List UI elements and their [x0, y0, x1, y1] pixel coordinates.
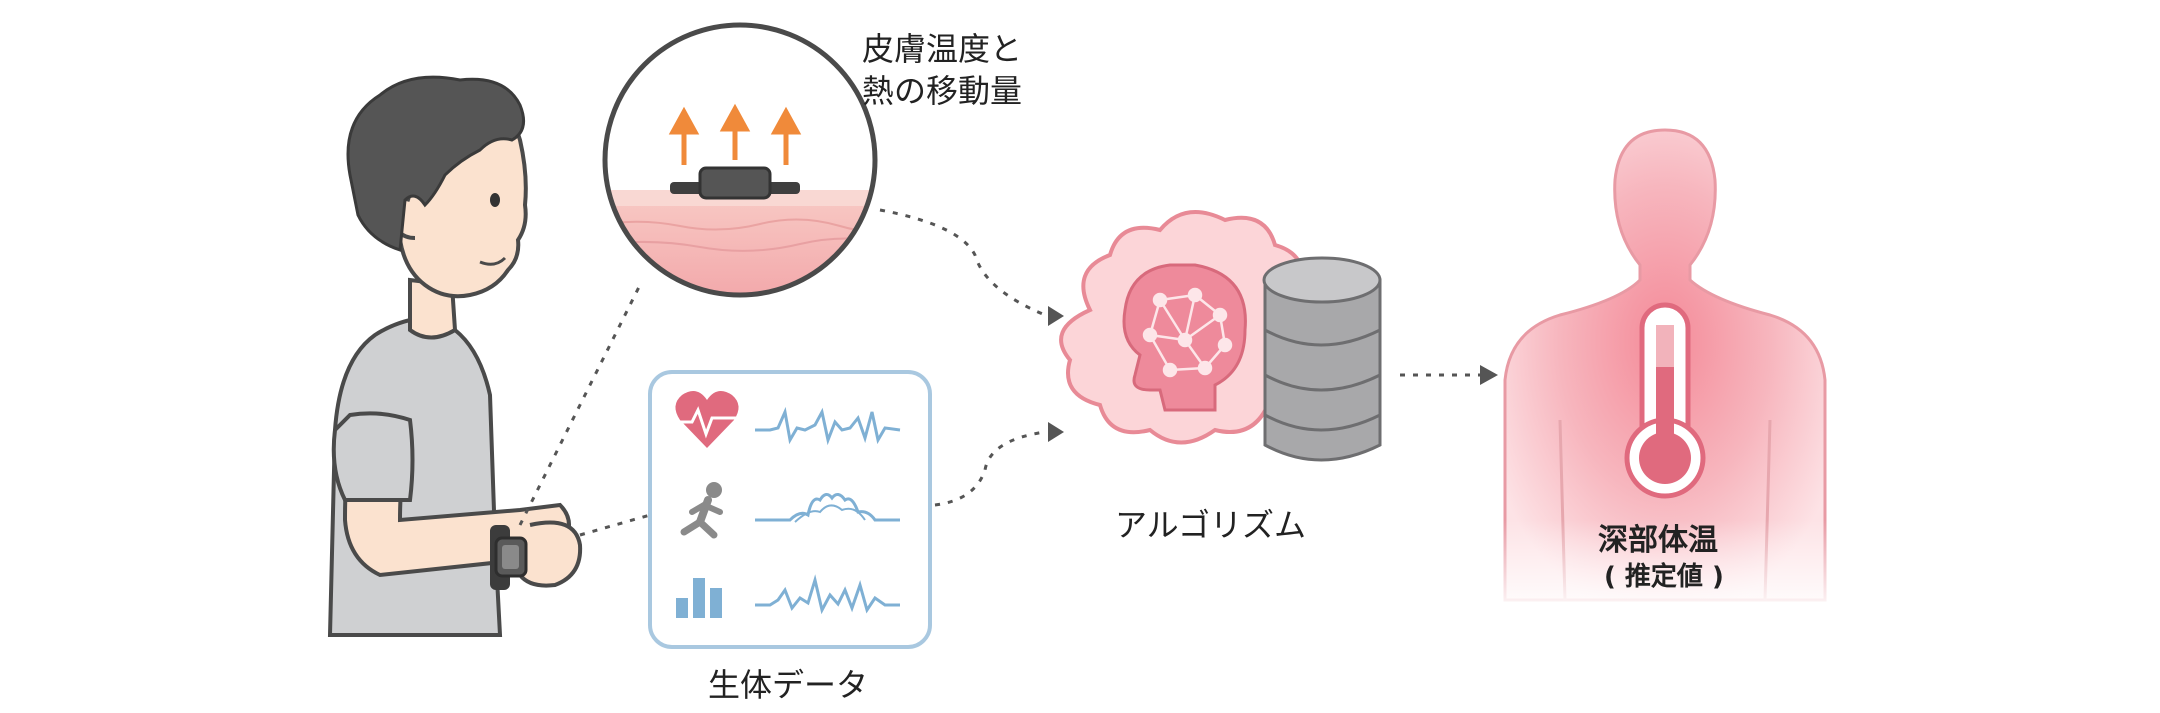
connector-watch-to-data — [579, 513, 651, 537]
ai-brain-icon — [1059, 210, 1317, 445]
mouth — [479, 256, 507, 266]
database-icon — [1262, 256, 1382, 462]
thermometer-icon — [1624, 302, 1706, 499]
skin-sensor-closeup — [602, 22, 878, 298]
heart-pulse-icon — [675, 391, 740, 448]
algorithm-label: アルゴリズム — [1115, 506, 1307, 544]
connector-data-to-algorithm — [934, 430, 1046, 507]
hair — [346, 75, 526, 253]
person-illustration — [327, 75, 583, 637]
eye — [490, 193, 500, 207]
estimated-label: ( 推定値 ) — [1604, 562, 1724, 592]
biodata-label: 生体データ — [708, 666, 869, 704]
bar-wave — [755, 574, 900, 615]
skin-label-line1: 皮膚温度と — [862, 30, 1023, 68]
up-arrow-icon — [668, 103, 802, 165]
sleeve — [331, 411, 415, 502]
biodata-panel — [648, 370, 932, 649]
smartwatch-icon — [490, 525, 528, 590]
running-person-icon — [680, 482, 723, 539]
skin-label: 皮膚温度と 熱の移動量 — [862, 28, 1022, 112]
bar-chart-icon — [676, 578, 722, 618]
connector-skin-to-algorithm — [879, 208, 1046, 317]
heart-wave — [755, 406, 901, 446]
sensor-body — [698, 166, 772, 200]
skin-label-line2: 熱の移動量 — [862, 72, 1023, 110]
core-temp-label: 深部体温 — [1598, 523, 1718, 558]
hand — [518, 520, 583, 588]
connector-watch-to-skin — [518, 284, 642, 526]
